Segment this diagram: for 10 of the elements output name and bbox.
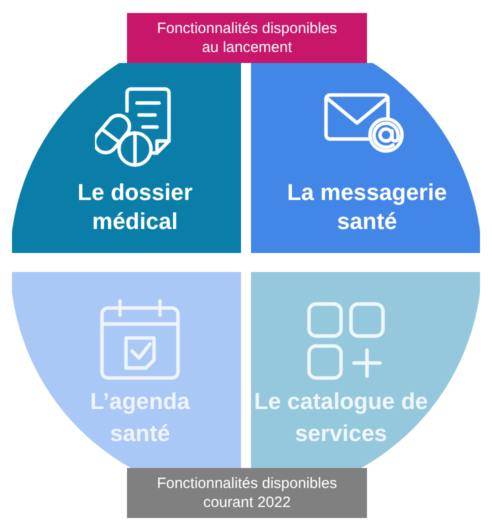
feature-title: Le catalogue de services bbox=[254, 387, 428, 448]
feature-title: L’agenda santé bbox=[89, 387, 191, 448]
feature-title: Le dossier médical bbox=[76, 178, 194, 236]
launch-banner: Fonctionnalités disponibles au lancement bbox=[127, 13, 367, 63]
feature-quadrant bbox=[12, 63, 241, 253]
feature-title: La messagerie santé bbox=[286, 178, 448, 236]
feature-quadrant bbox=[12, 272, 241, 468]
feature-quadrant bbox=[251, 272, 480, 468]
upcoming-banner: Fonctionnalités disponibles courant 2022 bbox=[127, 468, 367, 518]
feature-quadrant bbox=[251, 63, 480, 253]
